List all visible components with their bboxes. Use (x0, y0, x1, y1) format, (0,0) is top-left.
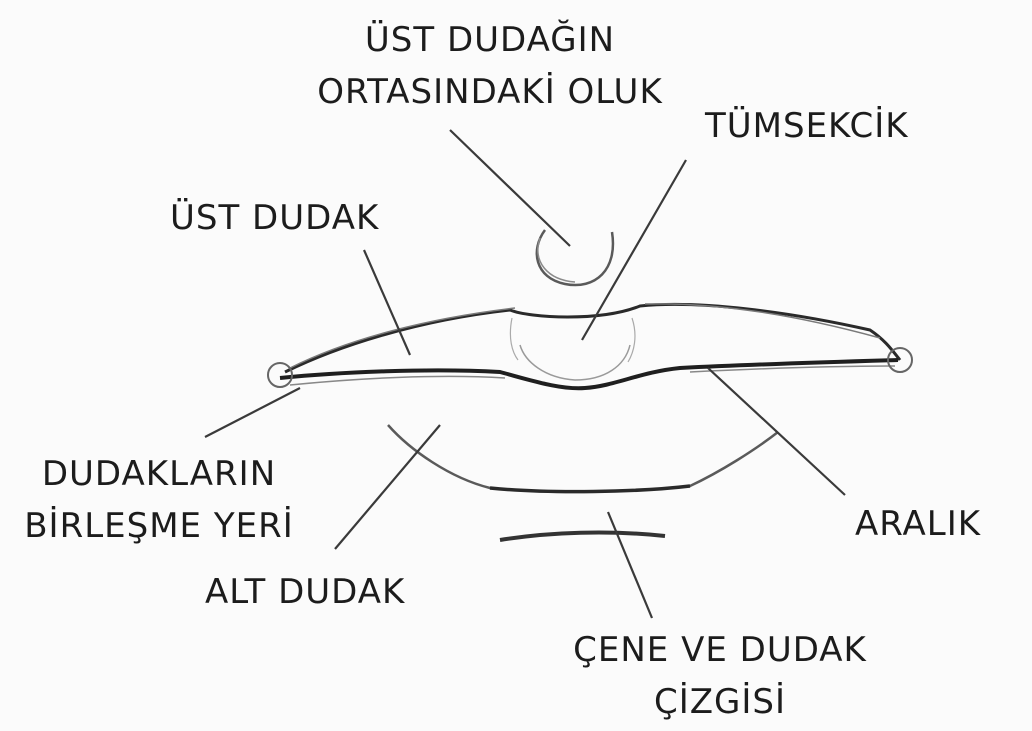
tubercle-shading (520, 345, 630, 380)
label-philtrum-line-1: ÜST DUDAĞIN (300, 14, 680, 66)
tubercle-shading-2 (510, 318, 635, 362)
mouth-line (280, 360, 898, 388)
lower-lip-outline (388, 425, 778, 492)
label-lip-corner-line-2: BİRLEŞME YERİ (14, 500, 304, 552)
label-philtrum-line-2: ORTASINDAKİ OLUK (300, 66, 680, 118)
label-chin-lip-line-1: ÇENE VE DUDAK (555, 624, 885, 676)
mouth-line-sketch (290, 366, 895, 385)
leader-philtrum (450, 130, 570, 246)
label-lip-corner: DUDAKLARIN BİRLEŞME YERİ (14, 448, 304, 552)
leader-gap (708, 368, 845, 495)
leader-tubercle (582, 160, 686, 340)
philtrum-curve (537, 230, 613, 285)
label-lower-lip: ALT DUDAK (205, 566, 405, 618)
label-tubercle: TÜMSEKCİK (705, 100, 909, 152)
leader-lower-lip (335, 425, 440, 549)
leader-lip-corner (205, 388, 300, 437)
label-philtrum: ÜST DUDAĞIN ORTASINDAKİ OLUK (300, 14, 680, 118)
left-lip-corner (268, 363, 292, 387)
chin-lip-line (500, 533, 665, 540)
label-chin-lip-line-2: ÇİZGİSİ (555, 676, 885, 728)
label-gap: ARALIK (855, 498, 981, 550)
leader-chin-lip (608, 512, 652, 618)
label-upper-lip: ÜST DUDAK (170, 192, 379, 244)
label-chin-lip-line: ÇENE VE DUDAK ÇİZGİSİ (555, 624, 885, 728)
lower-lip-outline-bold (490, 486, 690, 492)
label-lip-corner-line-1: DUDAKLARIN (14, 448, 304, 500)
